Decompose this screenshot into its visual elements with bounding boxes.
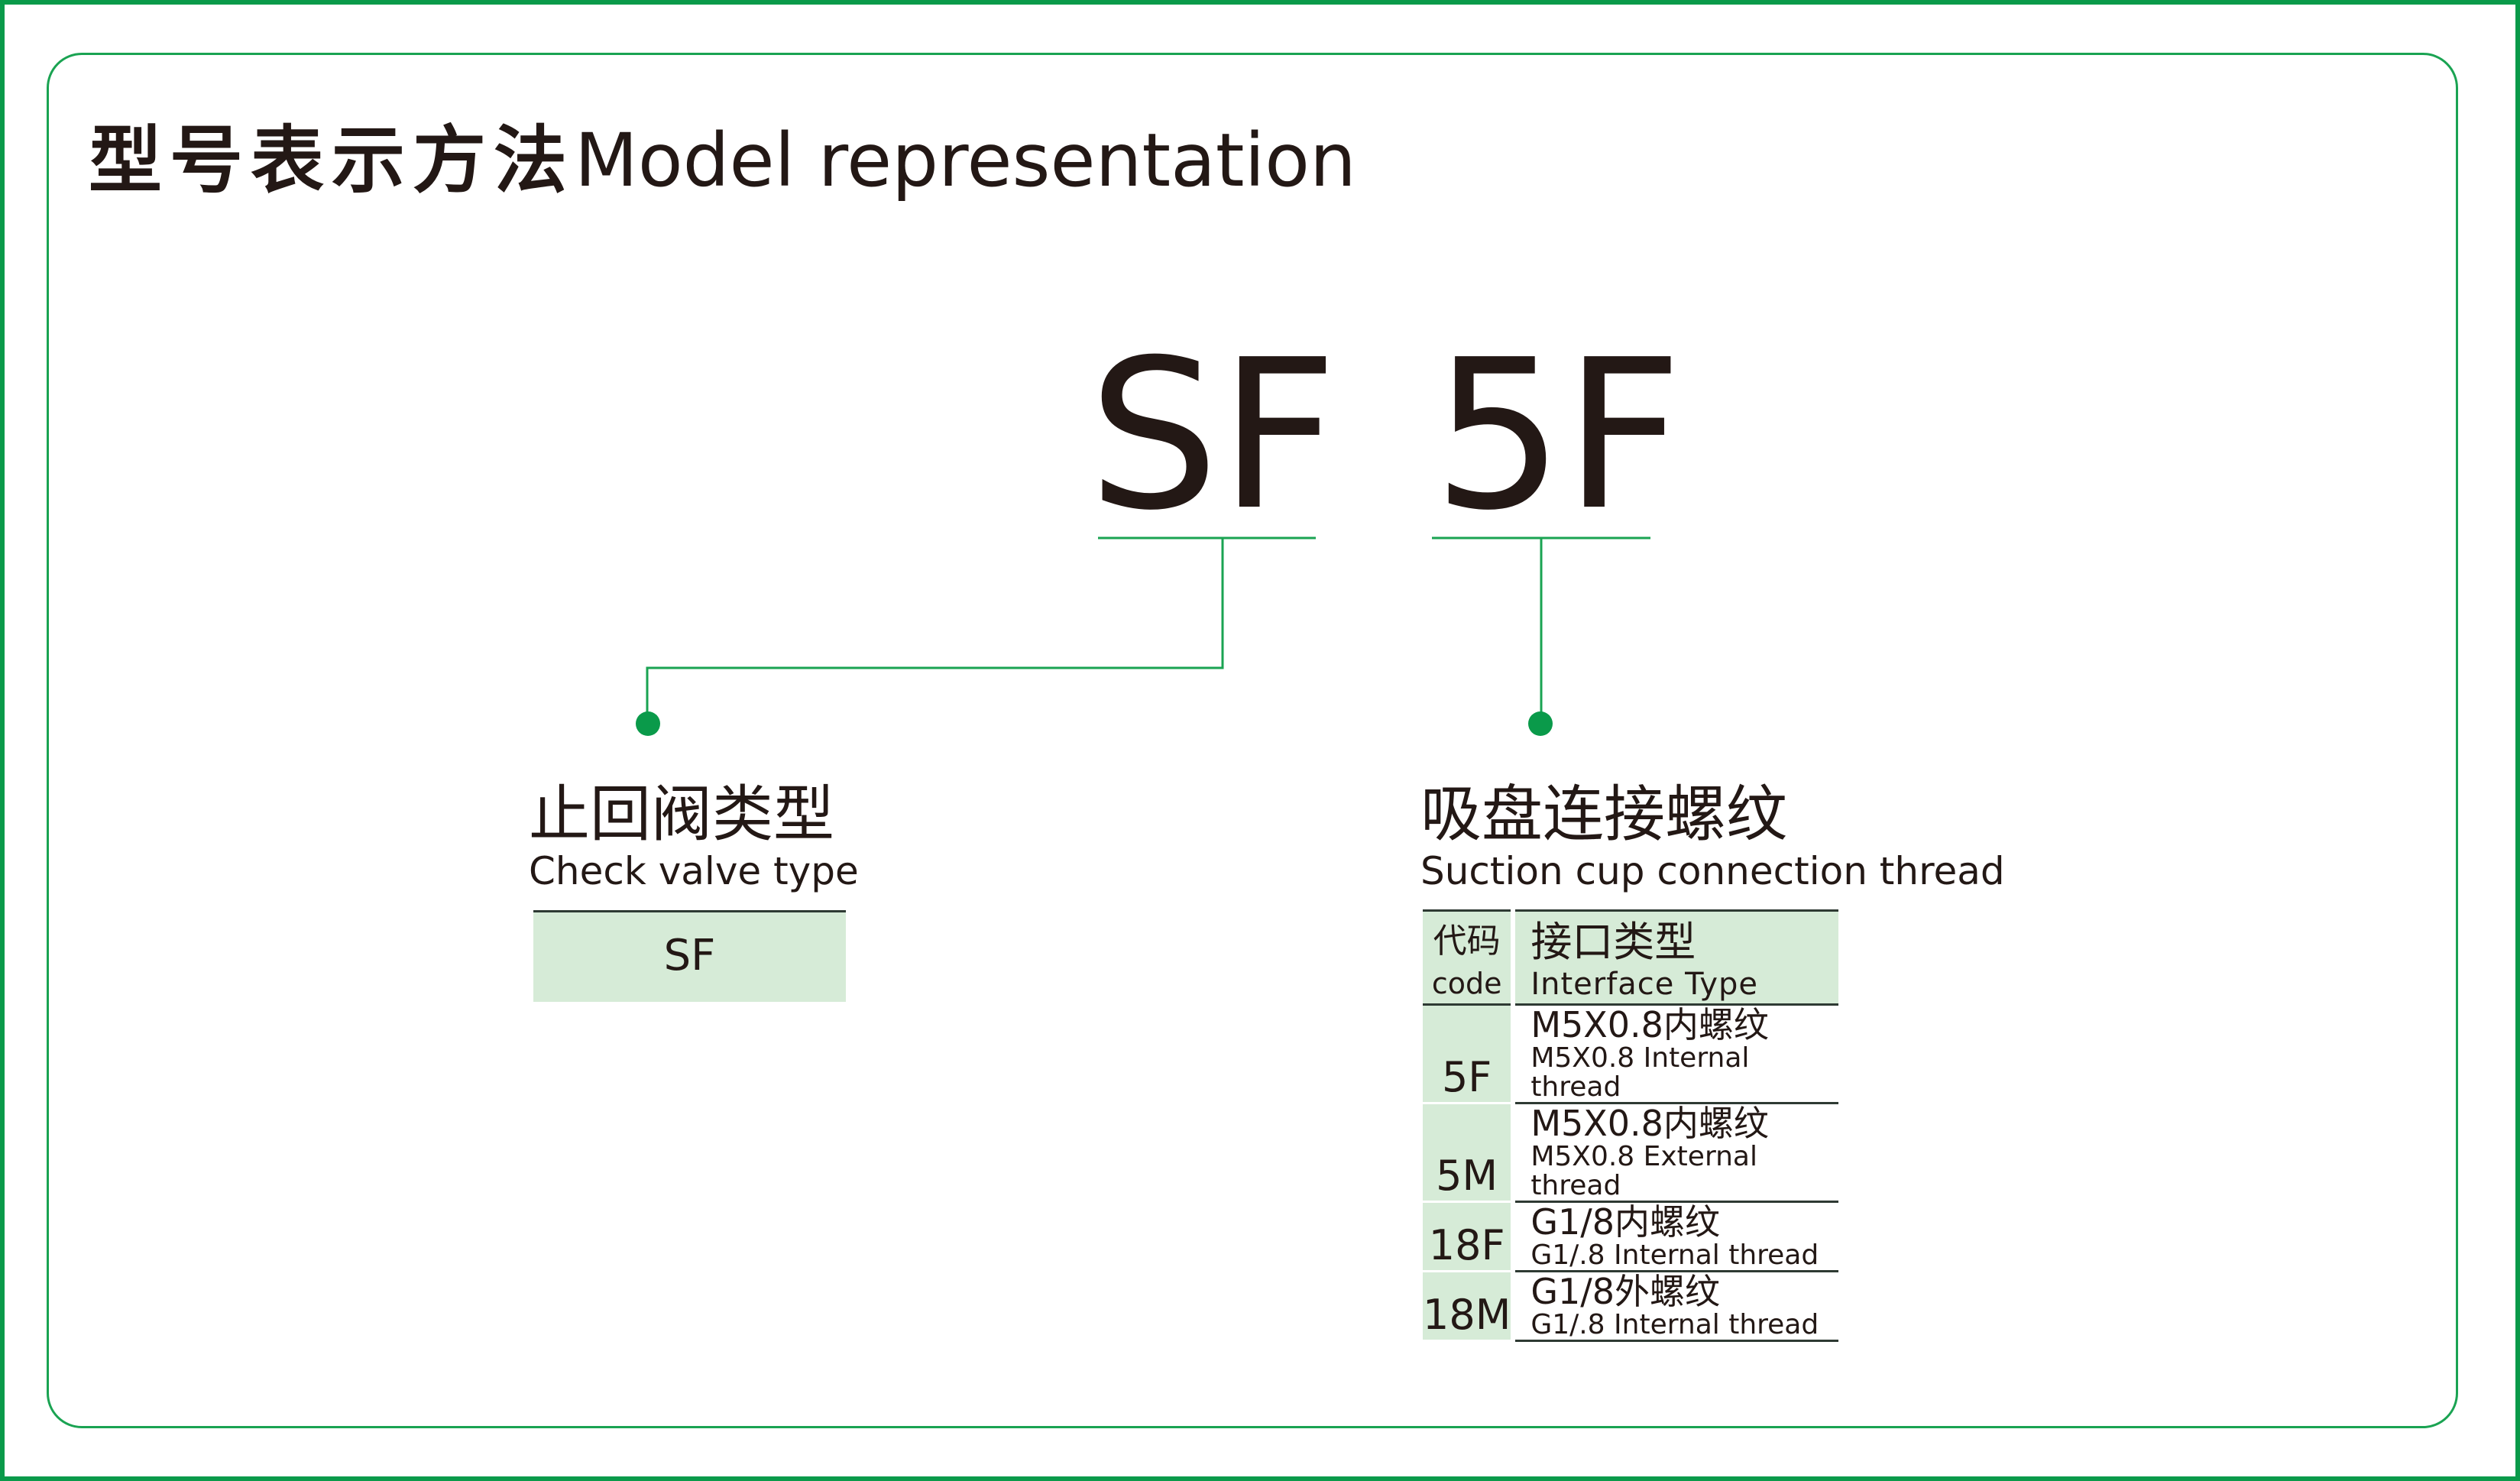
header-code-en: code	[1431, 967, 1502, 1000]
thread-label-zh: 吸盘连接螺纹	[1420, 779, 1787, 850]
header-type-cell: 接口类型 Interface Type	[1513, 909, 1838, 1006]
row-desc-en: G1/.8 Internal thread	[1530, 1309, 1819, 1340]
table-row: 5M M5X0.8内螺纹 M5X0.8 External thread	[1423, 1103, 1838, 1203]
connector-part1	[646, 538, 1224, 723]
connector-dot-part1	[636, 711, 660, 736]
page-title: 型号表示方法Model representation	[89, 115, 1356, 206]
row-code-cell: 5F	[1423, 1004, 1516, 1104]
title-zh: 型号表示方法	[89, 117, 575, 203]
row-desc-zh: G1/8内螺纹	[1530, 1201, 1720, 1243]
row-desc-cell: M5X0.8内螺纹 M5X0.8 Internal thread	[1513, 1004, 1838, 1104]
row-desc-cell: M5X0.8内螺纹 M5X0.8 External thread	[1513, 1103, 1838, 1203]
row-desc-zh: M5X0.8内螺纹	[1530, 1004, 1769, 1045]
thread-label: 吸盘连接螺纹 Suction cup connection thread	[1420, 778, 2005, 894]
table-row: 5F M5X0.8内螺纹 M5X0.8 Internal thread	[1423, 1004, 1838, 1104]
row-desc-zh: M5X0.8内螺纹	[1530, 1103, 1769, 1144]
row-code-cell: 18F	[1423, 1201, 1516, 1272]
row-code: 5M	[1436, 1152, 1498, 1200]
valve-type-label: 止回阀类型 Check valve type	[529, 778, 859, 894]
connector-dot-part2	[1528, 711, 1553, 736]
content-frame	[47, 53, 2458, 1428]
row-code: 18F	[1428, 1221, 1505, 1269]
title-en: Model representation	[575, 118, 1356, 203]
header-code-zh: 代码	[1433, 922, 1501, 961]
thread-table-header: 代码 code 接口类型 Interface Type	[1423, 909, 1838, 1006]
valve-type-label-en: Check valve type	[529, 849, 859, 893]
valve-type-label-zh: 止回阀类型	[529, 779, 834, 850]
row-desc-zh: G1/8外螺纹	[1530, 1271, 1720, 1312]
row-desc-en: M5X0.8 External thread	[1530, 1141, 1757, 1201]
header-type-zh: 接口类型	[1530, 918, 1696, 966]
model-code-part1: SF	[1088, 315, 1338, 556]
valve-type-value: SF	[533, 910, 846, 1002]
row-code-cell: 18M	[1423, 1271, 1516, 1342]
model-code-part2: 5F	[1433, 315, 1683, 556]
thread-label-en: Suction cup connection thread	[1420, 849, 2005, 893]
row-code: 5F	[1441, 1053, 1492, 1101]
row-desc-en: G1/.8 Internal thread	[1530, 1240, 1819, 1271]
table-row: 18M G1/8外螺纹 G1/.8 Internal thread	[1423, 1271, 1838, 1342]
row-code-cell: 5M	[1423, 1103, 1516, 1203]
thread-table: 代码 code 接口类型 Interface Type 5F M5X0.8内螺纹…	[1423, 909, 1838, 1342]
table-row: 18F G1/8内螺纹 G1/.8 Internal thread	[1423, 1201, 1838, 1272]
row-desc-en: M5X0.8 Internal thread	[1530, 1042, 1750, 1103]
row-code: 18M	[1423, 1291, 1511, 1339]
header-type-en: Interface Type	[1530, 967, 1758, 1002]
header-code-cell: 代码 code	[1423, 909, 1516, 1006]
row-desc-cell: G1/8内螺纹 G1/.8 Internal thread	[1513, 1201, 1838, 1272]
row-desc-cell: G1/8外螺纹 G1/.8 Internal thread	[1513, 1271, 1838, 1342]
